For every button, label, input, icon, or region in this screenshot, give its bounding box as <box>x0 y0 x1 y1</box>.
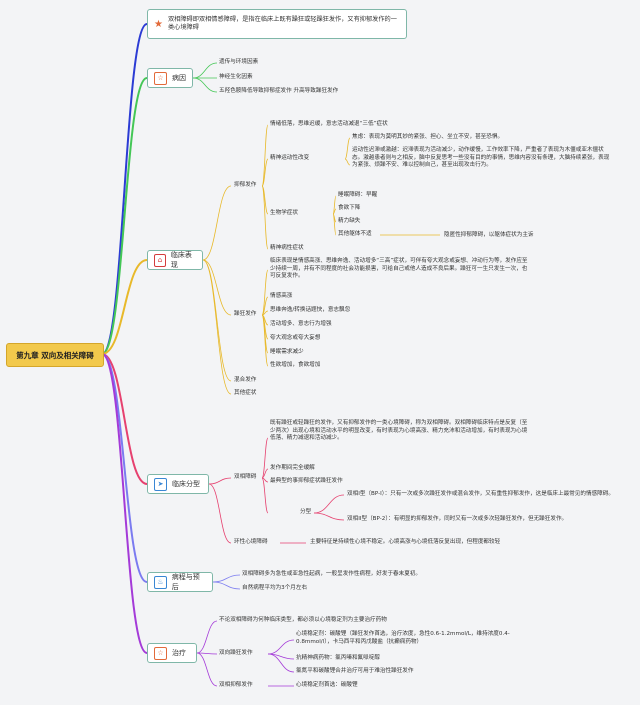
mania-desc: 临床表现是情感高涨、思维奔逸、活动增多“三高”症状，可伴有夸大观念或妄想、冲动行… <box>270 258 528 280</box>
send-icon: ➤ <box>154 477 167 491</box>
course-label: 病程与预后 <box>171 573 200 591</box>
link-treatment-sub <box>196 652 218 687</box>
mixed-label: 混合发作 <box>234 377 257 383</box>
fire-icon: ♨ <box>154 575 167 589</box>
combo-item: 氯氮平和碳酸锂合并治疗可用于难治性躁狂发作 <box>296 668 414 674</box>
link-subtype-item <box>313 494 345 514</box>
biological-item: 生物学症状 <box>270 210 298 216</box>
bd-label: 双向躁狂发作 <box>219 650 253 656</box>
star-outline-icon: ☆ <box>154 646 167 660</box>
intro-node[interactable]: ★ 双相障碍即双相情感障碍，是指在临床上既有躁狂或轻躁狂发作，又有抑郁发作的一类… <box>147 9 407 39</box>
mania-item: 思维奔逸/转换话题快，意志飘忽 <box>270 307 351 313</box>
first-episode-item: 最典型的事抑郁症状躁狂发作 <box>270 478 343 484</box>
bd-dep-label: 双相抑郁发作 <box>219 682 253 688</box>
mania-item: 情感高涨 <box>270 293 293 299</box>
appetite-item: 食欲下降 <box>338 205 361 211</box>
cause-item: 神经生化因素 <box>219 74 253 80</box>
lithium-item: 心境稳定剂：碳酸锂（躁狂发作首选，治疗浓度，急性0.6-1.2mmol/L，维持… <box>296 631 510 645</box>
mania-item: 夸大观念或夸大妄想 <box>270 335 321 341</box>
star-outline-icon: ☆ <box>154 71 167 85</box>
link-bipolar-item <box>261 477 269 483</box>
link-bipolar-item <box>261 477 269 514</box>
cause-node[interactable]: ☆ 病因 <box>147 68 193 88</box>
link-clinical-sub <box>202 259 232 316</box>
bd-dep-drug: 心境稳定剂首选：碳酸锂 <box>296 682 358 688</box>
subtype-label: 分型 <box>300 509 312 515</box>
link-bd-item <box>267 639 295 655</box>
link-treatment-sub <box>196 652 218 655</box>
link-subtype-item <box>313 512 345 521</box>
depression-label: 抑郁发作 <box>234 182 257 188</box>
link-clinical-sub <box>202 259 232 382</box>
remission-item: 发作期间完全缓解 <box>270 465 315 471</box>
star-icon: ★ <box>154 18 163 30</box>
mania-item: 活动增多、意志行为增强 <box>270 321 332 327</box>
link-depression-item <box>261 124 269 187</box>
link-cause <box>101 77 148 355</box>
sleep-item: 睡眠障碍：早醒 <box>338 192 378 198</box>
treatment-principle: 不论双相障碍为何种临床类型，都必须以心境稳定剂为主要治疗药物 <box>219 617 387 623</box>
root-topic[interactable]: 第九章 双向及相关障碍 <box>6 343 104 367</box>
mania-item: 睡眠需求减少 <box>270 349 304 355</box>
bipolar-label: 双相障碍 <box>234 474 257 480</box>
clinical-label: 临床表现 <box>170 251 192 269</box>
course-item: 双相障碍多为急性或亚急性起病，一般呈发作性病程，好发于春末夏初。 <box>242 571 422 577</box>
treatment-label: 治疗 <box>172 649 186 657</box>
link-biological-item <box>332 208 337 215</box>
link-class-sub <box>208 477 232 485</box>
cause-label: 病因 <box>172 74 186 82</box>
link-course-item <box>212 574 241 583</box>
fatigue-item: 精力缺失 <box>338 218 361 224</box>
anxiety-item: 焦虑：表现为莫明其妙的紧张、担心、坐立不安，甚至恐惧。 <box>352 134 504 140</box>
masked-item: 隐匿性抑郁障碍，以躯体症状为主诉 <box>444 232 534 238</box>
other-symptoms-label: 其他症状 <box>234 390 257 396</box>
link-course <box>101 353 148 583</box>
link-bd-item <box>267 653 295 673</box>
bp1-item: 双相I型（BP-I）：只有一次或多次躁狂发作或混合发作，又有重性抑郁发作，这是临… <box>347 491 614 497</box>
bp2-item: 双相II型（BP-2）：有明显的抑郁发作，同时又有一次或多次轻躁狂发作，但无躁狂… <box>347 516 568 522</box>
link-clinical <box>101 259 148 355</box>
classification-label: 临床分型 <box>172 480 200 488</box>
link-depression-item <box>261 158 269 187</box>
link-cause-item <box>192 77 218 93</box>
cyclothymia-label: 环性心境障碍 <box>234 539 268 545</box>
link-course-item <box>212 581 241 590</box>
bipolar-desc: 既有躁狂或轻躁狂的发作，又有抑郁发作的一类心境障碍，称为双相障碍。双相障碍临床特… <box>270 420 528 442</box>
link-treatment-sub <box>196 620 218 654</box>
cause-item: 五羟色胺降低导致抑郁症发作 升高导致躁狂发作 <box>219 88 339 94</box>
other-physical-item: 其他躯体不适 <box>338 231 372 237</box>
course-item: 自然病程平均为3个月左右 <box>242 585 308 591</box>
link-bipolar-item <box>261 437 269 479</box>
antipsychotic-item: 抗精神病药物：氯丙嗪和氟哌啶醇 <box>296 655 380 661</box>
clinical-node[interactable]: ⌂ 临床表现 <box>147 250 203 270</box>
link-class-sub <box>208 483 232 544</box>
link-mania-item <box>261 314 269 367</box>
psychotic-item: 精神病性症状 <box>270 245 304 251</box>
course-node[interactable]: ♨ 病程与预后 <box>147 572 213 592</box>
link-psychomotor-item <box>344 158 351 166</box>
mania-label: 躁狂发作 <box>234 311 257 317</box>
retardation-item: 运动性迟滞或激越：迟滞表现为活动减少，动作缓慢，工作效率下降，严重者了表现为木僵… <box>352 147 610 169</box>
link-mania-item <box>261 269 269 316</box>
link-clinical-sub <box>202 259 232 395</box>
link-depression-item <box>261 185 269 250</box>
cyclothymia-desc: 主要特征是持续性心境不稳定。心境高涨与心境低落反复出现，但程度都较轻 <box>310 539 501 545</box>
link-psychomotor-item <box>344 137 351 160</box>
mood-item: 情绪低落，思维迟缓，意志活动减退“三低”症状 <box>270 121 388 127</box>
treatment-node[interactable]: ☆ 治疗 <box>147 643 197 663</box>
psychomotor-item: 精神运动性改变 <box>270 155 310 161</box>
cause-item: 遗传与环境因素 <box>219 59 259 65</box>
link-classification <box>101 353 148 485</box>
link-clinical-sub <box>202 185 232 261</box>
intro-text: 双相障碍即双相情感障碍，是指在临床上既有躁狂或轻躁狂发作，又有抑郁发作的一类心境… <box>167 15 397 32</box>
mania-item: 性欲增加，食欲增加 <box>270 362 321 368</box>
link-biological-item <box>332 213 337 236</box>
home-icon: ⌂ <box>154 253 166 267</box>
link-treatment <box>101 353 148 654</box>
link-cause-item <box>192 62 218 79</box>
classification-node[interactable]: ➤ 临床分型 <box>147 474 209 494</box>
